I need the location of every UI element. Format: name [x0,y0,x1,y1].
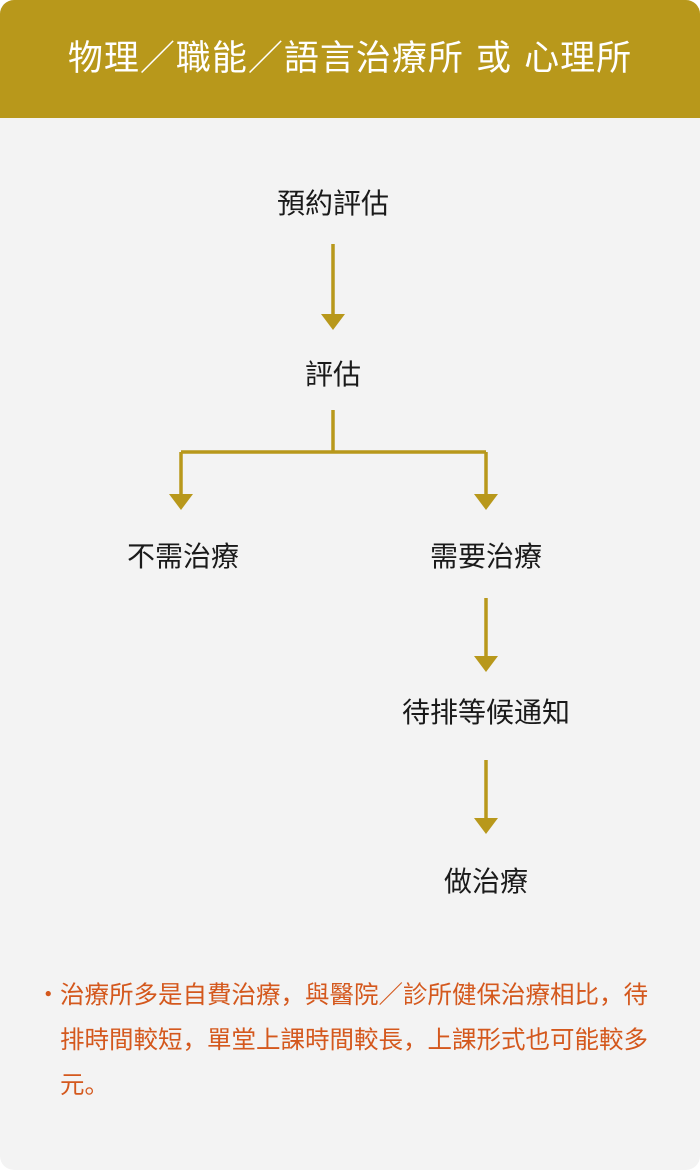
node-waitlist: 待排等候通知 [401,696,570,729]
footnote-text: 治療所多是自費治療，與醫院／診所健保治療相比，待排時間較短，單堂上課時間較長，上… [60,980,648,1099]
footnote: ・ 治療所多是自費治療，與醫院／診所健保治療相比，待排時間較短，單堂上課時間較長… [36,972,666,1107]
footnote-bullet: ・ [36,980,61,1009]
header-bar: 物理／職能／語言治療所 或 心理所 [0,0,700,118]
node-assessment: 評估 [304,358,361,391]
node-no-treatment: 不需治療 [126,540,239,573]
arrowhead-to-no-treatment [169,494,193,510]
node-booking-assessment: 預約評估 [276,187,389,220]
node-need-treatment: 需要治療 [429,540,542,573]
arrowhead-to-assessment [321,314,345,330]
arrowhead-to-waitlist [474,656,498,672]
arrowhead-to-need-treatment [474,494,498,510]
header-title: 物理／職能／語言治療所 或 心理所 [67,39,633,79]
arrowhead-to-treatment [474,818,498,834]
node-treatment: 做治療 [443,865,528,898]
